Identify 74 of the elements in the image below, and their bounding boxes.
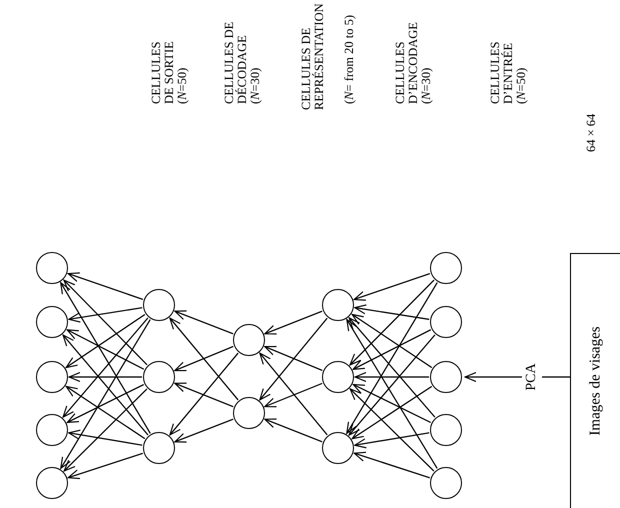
neuron-circle — [233, 324, 265, 356]
arrow — [169, 352, 239, 436]
arrow — [68, 430, 142, 446]
arrow — [349, 280, 434, 366]
neuron-circle — [322, 289, 354, 321]
arrow — [352, 384, 431, 424]
arrow — [348, 317, 436, 418]
arrow — [346, 282, 438, 434]
arrow — [264, 418, 322, 442]
layer-label: CELLULES D’ENTRÉE — [489, 40, 514, 104]
arrow — [350, 388, 434, 472]
arrow — [66, 384, 144, 423]
neuron-circle — [36, 467, 68, 499]
neuron-circle — [143, 289, 175, 321]
arrow — [354, 304, 430, 320]
neuron-circle — [430, 414, 462, 446]
layer-label: CELLULES DE DÉCODAGE — [223, 20, 248, 104]
neuron-circle — [143, 432, 175, 464]
arrow — [64, 388, 148, 472]
arrow — [174, 310, 234, 334]
arrow — [60, 319, 151, 469]
arrow — [174, 418, 234, 443]
arrow — [169, 318, 239, 400]
arrow — [259, 352, 328, 436]
neuron-circle — [322, 432, 354, 464]
neuron-circle — [36, 306, 68, 338]
neuron-circle — [430, 361, 462, 393]
layer-label: CELLULES DE REPRÉSENTATION — [300, 3, 325, 110]
arrow — [352, 386, 432, 440]
layer-label: (N=30) — [249, 66, 262, 104]
layer-label: CELLULES DE SORTIE — [150, 40, 175, 104]
layer-label: CELLULES D’ENCODAGE — [394, 21, 419, 104]
neuron-circle — [322, 361, 354, 393]
input-box — [570, 253, 620, 508]
arrow — [68, 307, 142, 323]
layer-label: (N=50) — [176, 66, 188, 104]
arrow — [354, 372, 429, 382]
arrow — [264, 310, 322, 334]
arrow — [264, 382, 322, 408]
neuron-circle — [36, 252, 68, 284]
arrow — [352, 329, 432, 370]
neuron-circle — [36, 361, 68, 393]
layer-label: (N=30) — [420, 66, 432, 104]
arrow — [68, 272, 144, 300]
edge-label: PCA — [522, 363, 542, 391]
arrow — [62, 318, 148, 418]
arrow — [352, 314, 432, 368]
arrow — [348, 334, 436, 436]
neuron-circle — [233, 397, 265, 429]
arrow — [354, 452, 430, 478]
neuron-circle — [430, 467, 462, 499]
box-label: Images de visages — [588, 326, 604, 436]
layer-label: (N= from 20 to 5) — [343, 14, 356, 104]
layer-label: 64 × 64 — [585, 112, 598, 152]
arrow — [68, 452, 144, 480]
arrow — [264, 346, 323, 372]
arrow — [66, 329, 144, 370]
neuron-circle — [430, 306, 462, 338]
arrow — [66, 386, 146, 440]
arrow — [62, 334, 148, 436]
arrow — [63, 280, 148, 366]
neuron-circle — [430, 252, 462, 284]
arrow — [354, 272, 430, 301]
arrow — [346, 318, 438, 469]
layer-label: (N=50) — [515, 66, 528, 104]
neuron-circle — [143, 361, 175, 393]
arrow — [174, 346, 234, 372]
arrow — [259, 318, 328, 400]
arrow — [60, 282, 151, 434]
neuron-circle — [36, 414, 68, 446]
arrow — [354, 432, 430, 448]
arrow — [68, 372, 142, 382]
arrow — [66, 314, 146, 368]
arrow — [174, 382, 234, 408]
